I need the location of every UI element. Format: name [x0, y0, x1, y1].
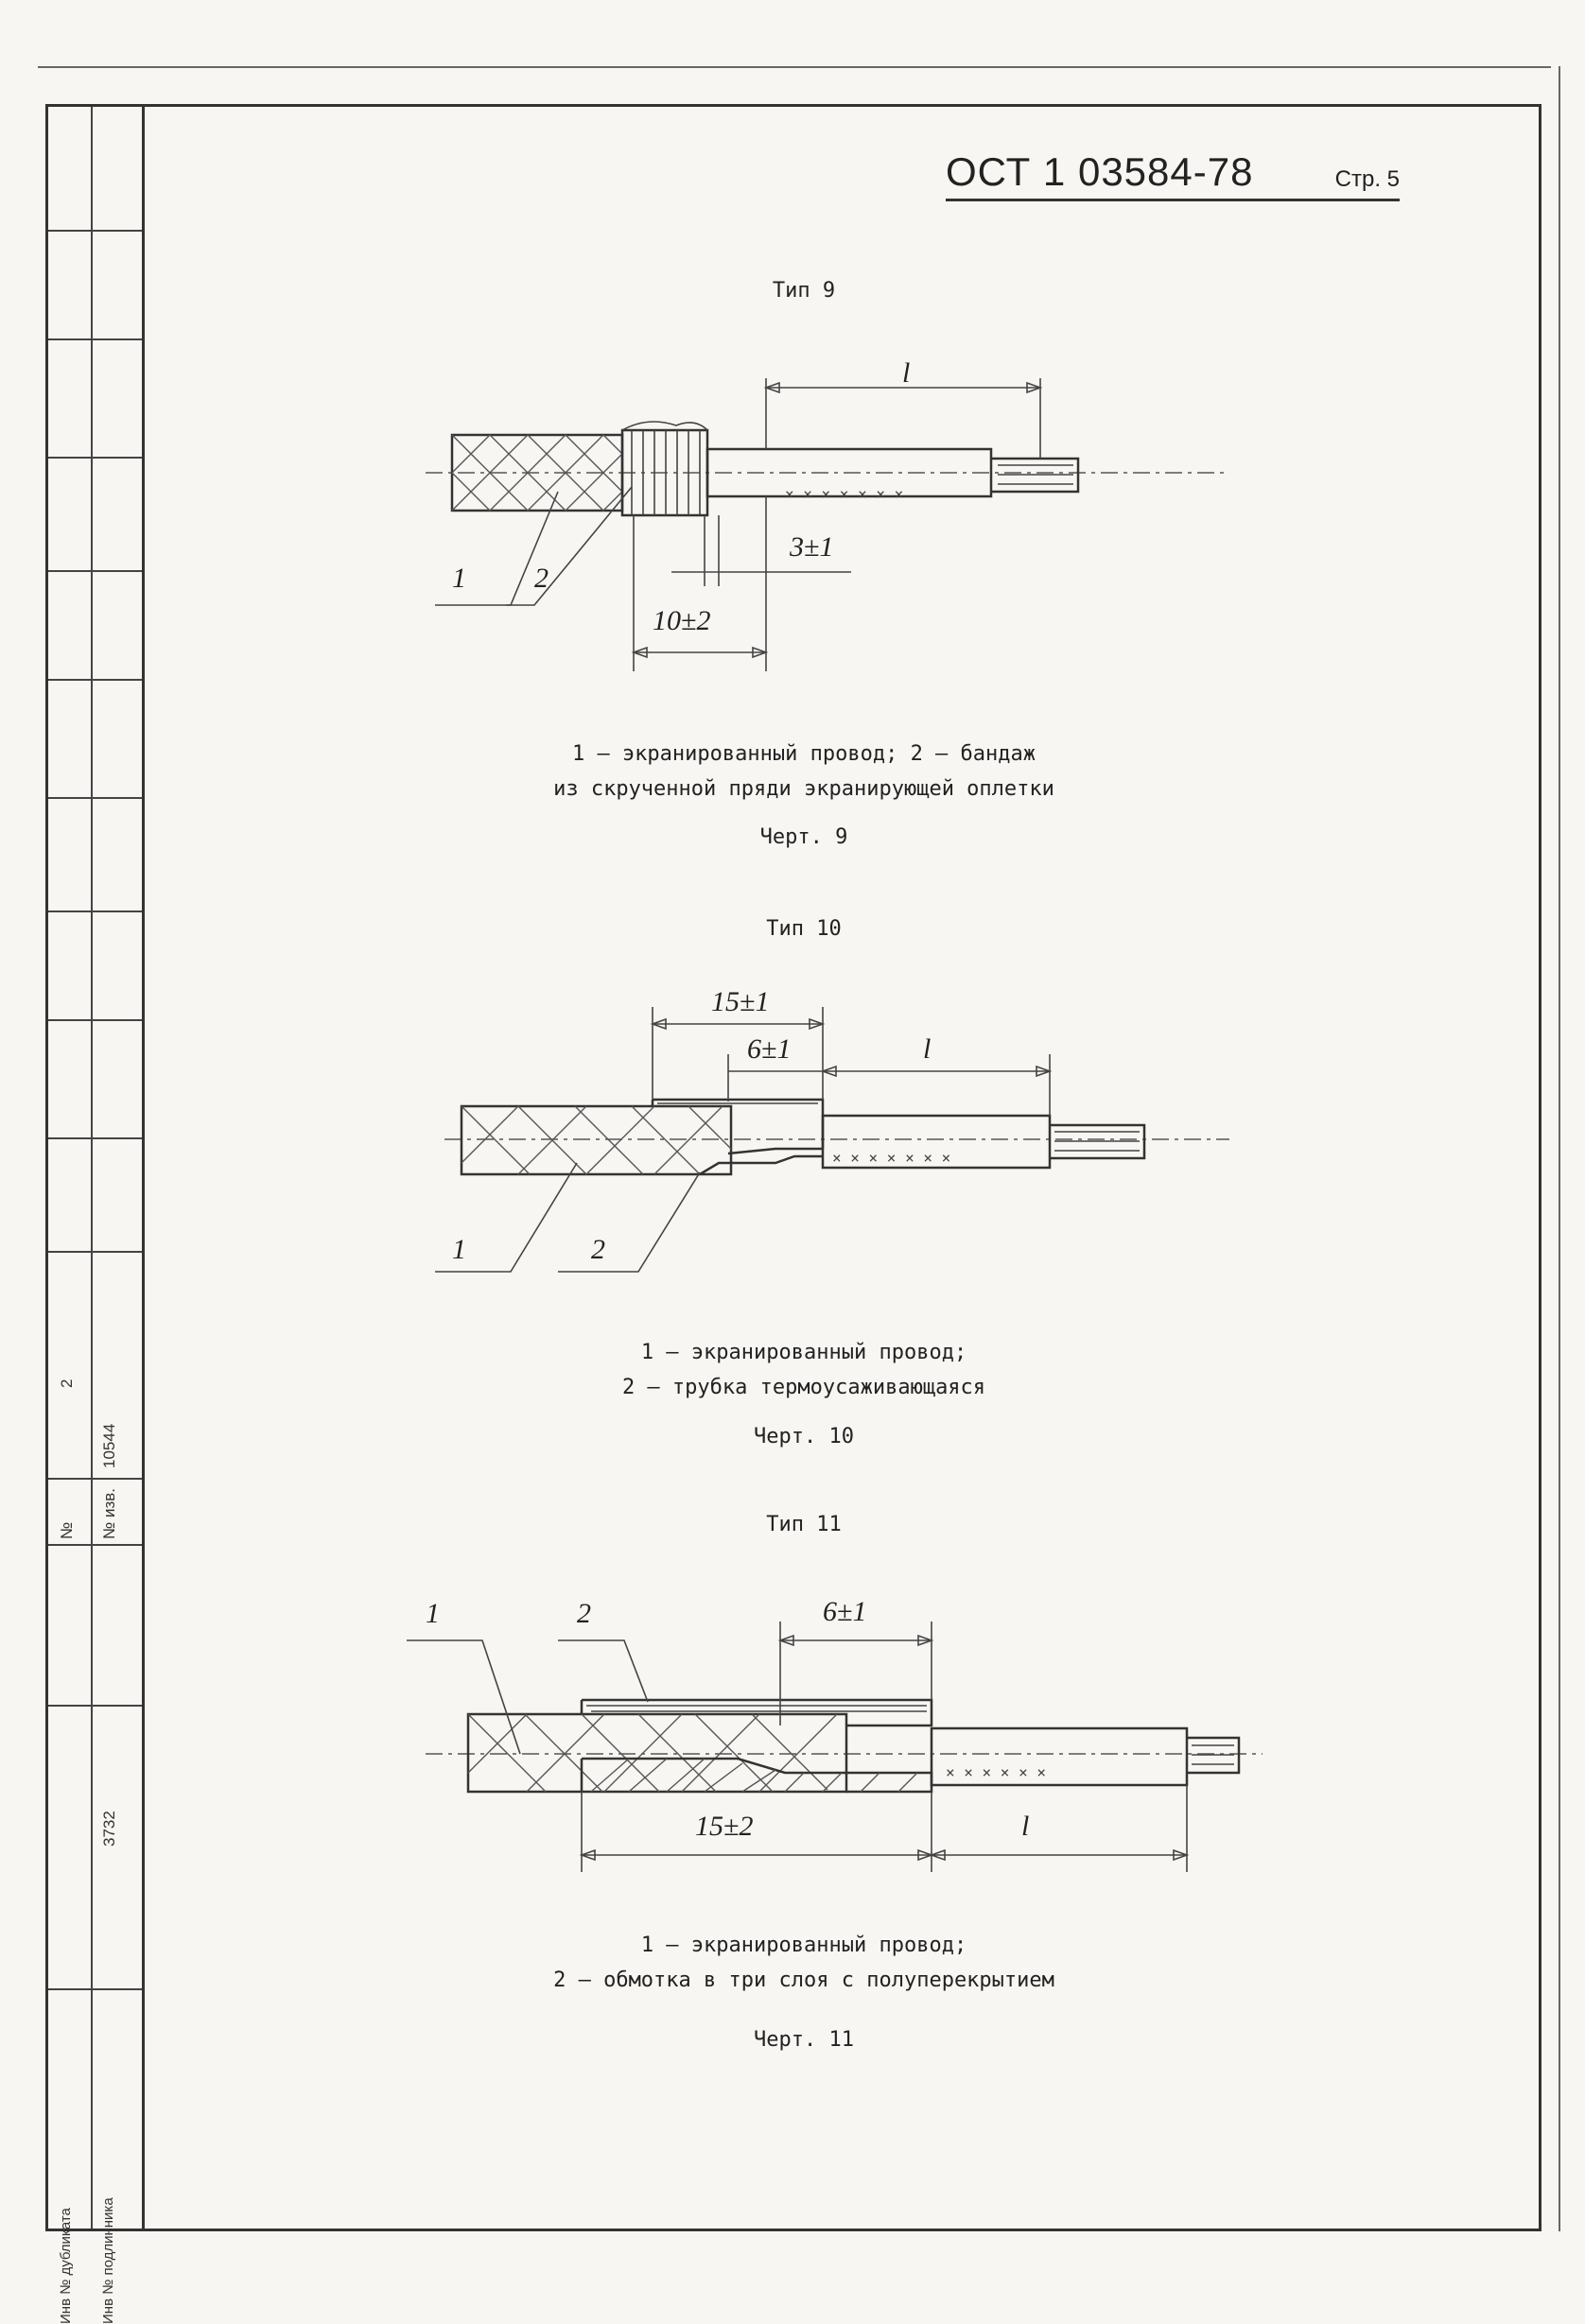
strip-row: [48, 911, 142, 912]
label-no: №: [58, 1521, 76, 1539]
figure-9-caption-line2: из скрученной пряди экранирующей оплетки: [553, 777, 1054, 801]
strip-row: [48, 1988, 142, 1990]
figure-11-drawing: × × × × × ×: [407, 1622, 1263, 1872]
strip-row: [48, 570, 142, 572]
figure-11-label-2: 2: [577, 1598, 591, 1629]
figure-9-caption-line1: 1 — экранированный провод; 2 — бандаж: [571, 742, 1036, 766]
figure-11-dim-a: 6±1: [823, 1596, 867, 1627]
strip-row: [48, 1251, 142, 1253]
standard-code: ОСТ 1 03584-78: [946, 149, 1254, 194]
rev-number: 2: [58, 1379, 76, 1388]
figure-10-dim-a: 15±1: [711, 986, 770, 1017]
figure-9-label-l: l: [902, 357, 911, 389]
strip-row: [48, 1544, 142, 1546]
strip-row: [48, 1705, 142, 1707]
document-header: ОСТ 1 03584-78 Стр. 5: [946, 142, 1400, 201]
figure-9-label-2: 2: [534, 563, 549, 594]
figure-11-type-title: Тип 11: [766, 1513, 842, 1536]
label-inv-dubl: Инв № дубликата: [58, 2208, 74, 2324]
figure-11-label-1: 1: [426, 1598, 440, 1629]
figure-10-label-2: 2: [591, 1234, 605, 1265]
figure-9-drawing: × × × × × × ×: [426, 378, 1229, 671]
page-number: Стр. 5: [1334, 166, 1400, 192]
page-frame: [142, 104, 1541, 2231]
svg-text:× × × × × ×: × × × × × ×: [946, 1763, 1046, 1781]
figure-10-caption-line1: 1 — экранированный провод;: [640, 1341, 967, 1364]
strip-row: [48, 679, 142, 681]
figure-9-dim-a: 3±1: [790, 531, 834, 563]
figure-10-dim-b: 6±1: [747, 1033, 792, 1065]
svg-text:× × × × × × ×: × × × × × × ×: [785, 485, 903, 503]
figure-11-label-l: l: [1021, 1811, 1030, 1842]
label-inv-podl: Инв № подлинника: [100, 2197, 116, 2324]
strip-row: [48, 338, 142, 340]
figure-10-caption-line2: 2 — трубка термоусаживающаяся: [621, 1376, 986, 1399]
strip-row: [48, 230, 142, 232]
label-izv: № изв.: [100, 1487, 118, 1539]
doc-number: 10544: [100, 1423, 118, 1468]
strip-row: [48, 1019, 142, 1021]
strip-column-divider: [91, 107, 93, 2229]
strip-row: [48, 1478, 142, 1480]
figure-11-caption-line2: 2 — обмотка в три слоя с полуперекрытием: [553, 1968, 1054, 1992]
figure-11-dim-b: 15±2: [695, 1811, 754, 1842]
figure-9-type-title: Тип 9: [772, 279, 836, 303]
figure-11-caption-line1: 1 — экранированный провод;: [640, 1934, 967, 1957]
figure-9-chert: Черт. 9: [759, 825, 848, 849]
strip-row: [48, 797, 142, 799]
figure-10-label-1: 1: [452, 1234, 466, 1265]
figure-9-dim-b: 10±2: [653, 605, 711, 636]
figure-10-drawing: × × × × × × ×: [435, 1007, 1229, 1273]
inv-value: 3732: [100, 1811, 118, 1847]
figure-9-label-1: 1: [452, 563, 466, 594]
figure-11-chert: Черт. 11: [754, 2028, 854, 2052]
side-strip: 2 10544 № № изв. 3732 Инв № дубликата Ин…: [45, 104, 142, 2324]
svg-text:× × × × × × ×: × × × × × × ×: [832, 1149, 950, 1167]
outer-border-right: [1559, 66, 1560, 2231]
figure-10-type-title: Тип 10: [766, 917, 842, 941]
outer-border-top: [38, 66, 1551, 68]
figure-10-chert: Черт. 10: [754, 1425, 854, 1448]
figure-10-label-l: l: [923, 1033, 932, 1065]
strip-row: [48, 1137, 142, 1139]
strip-row: [48, 457, 142, 459]
